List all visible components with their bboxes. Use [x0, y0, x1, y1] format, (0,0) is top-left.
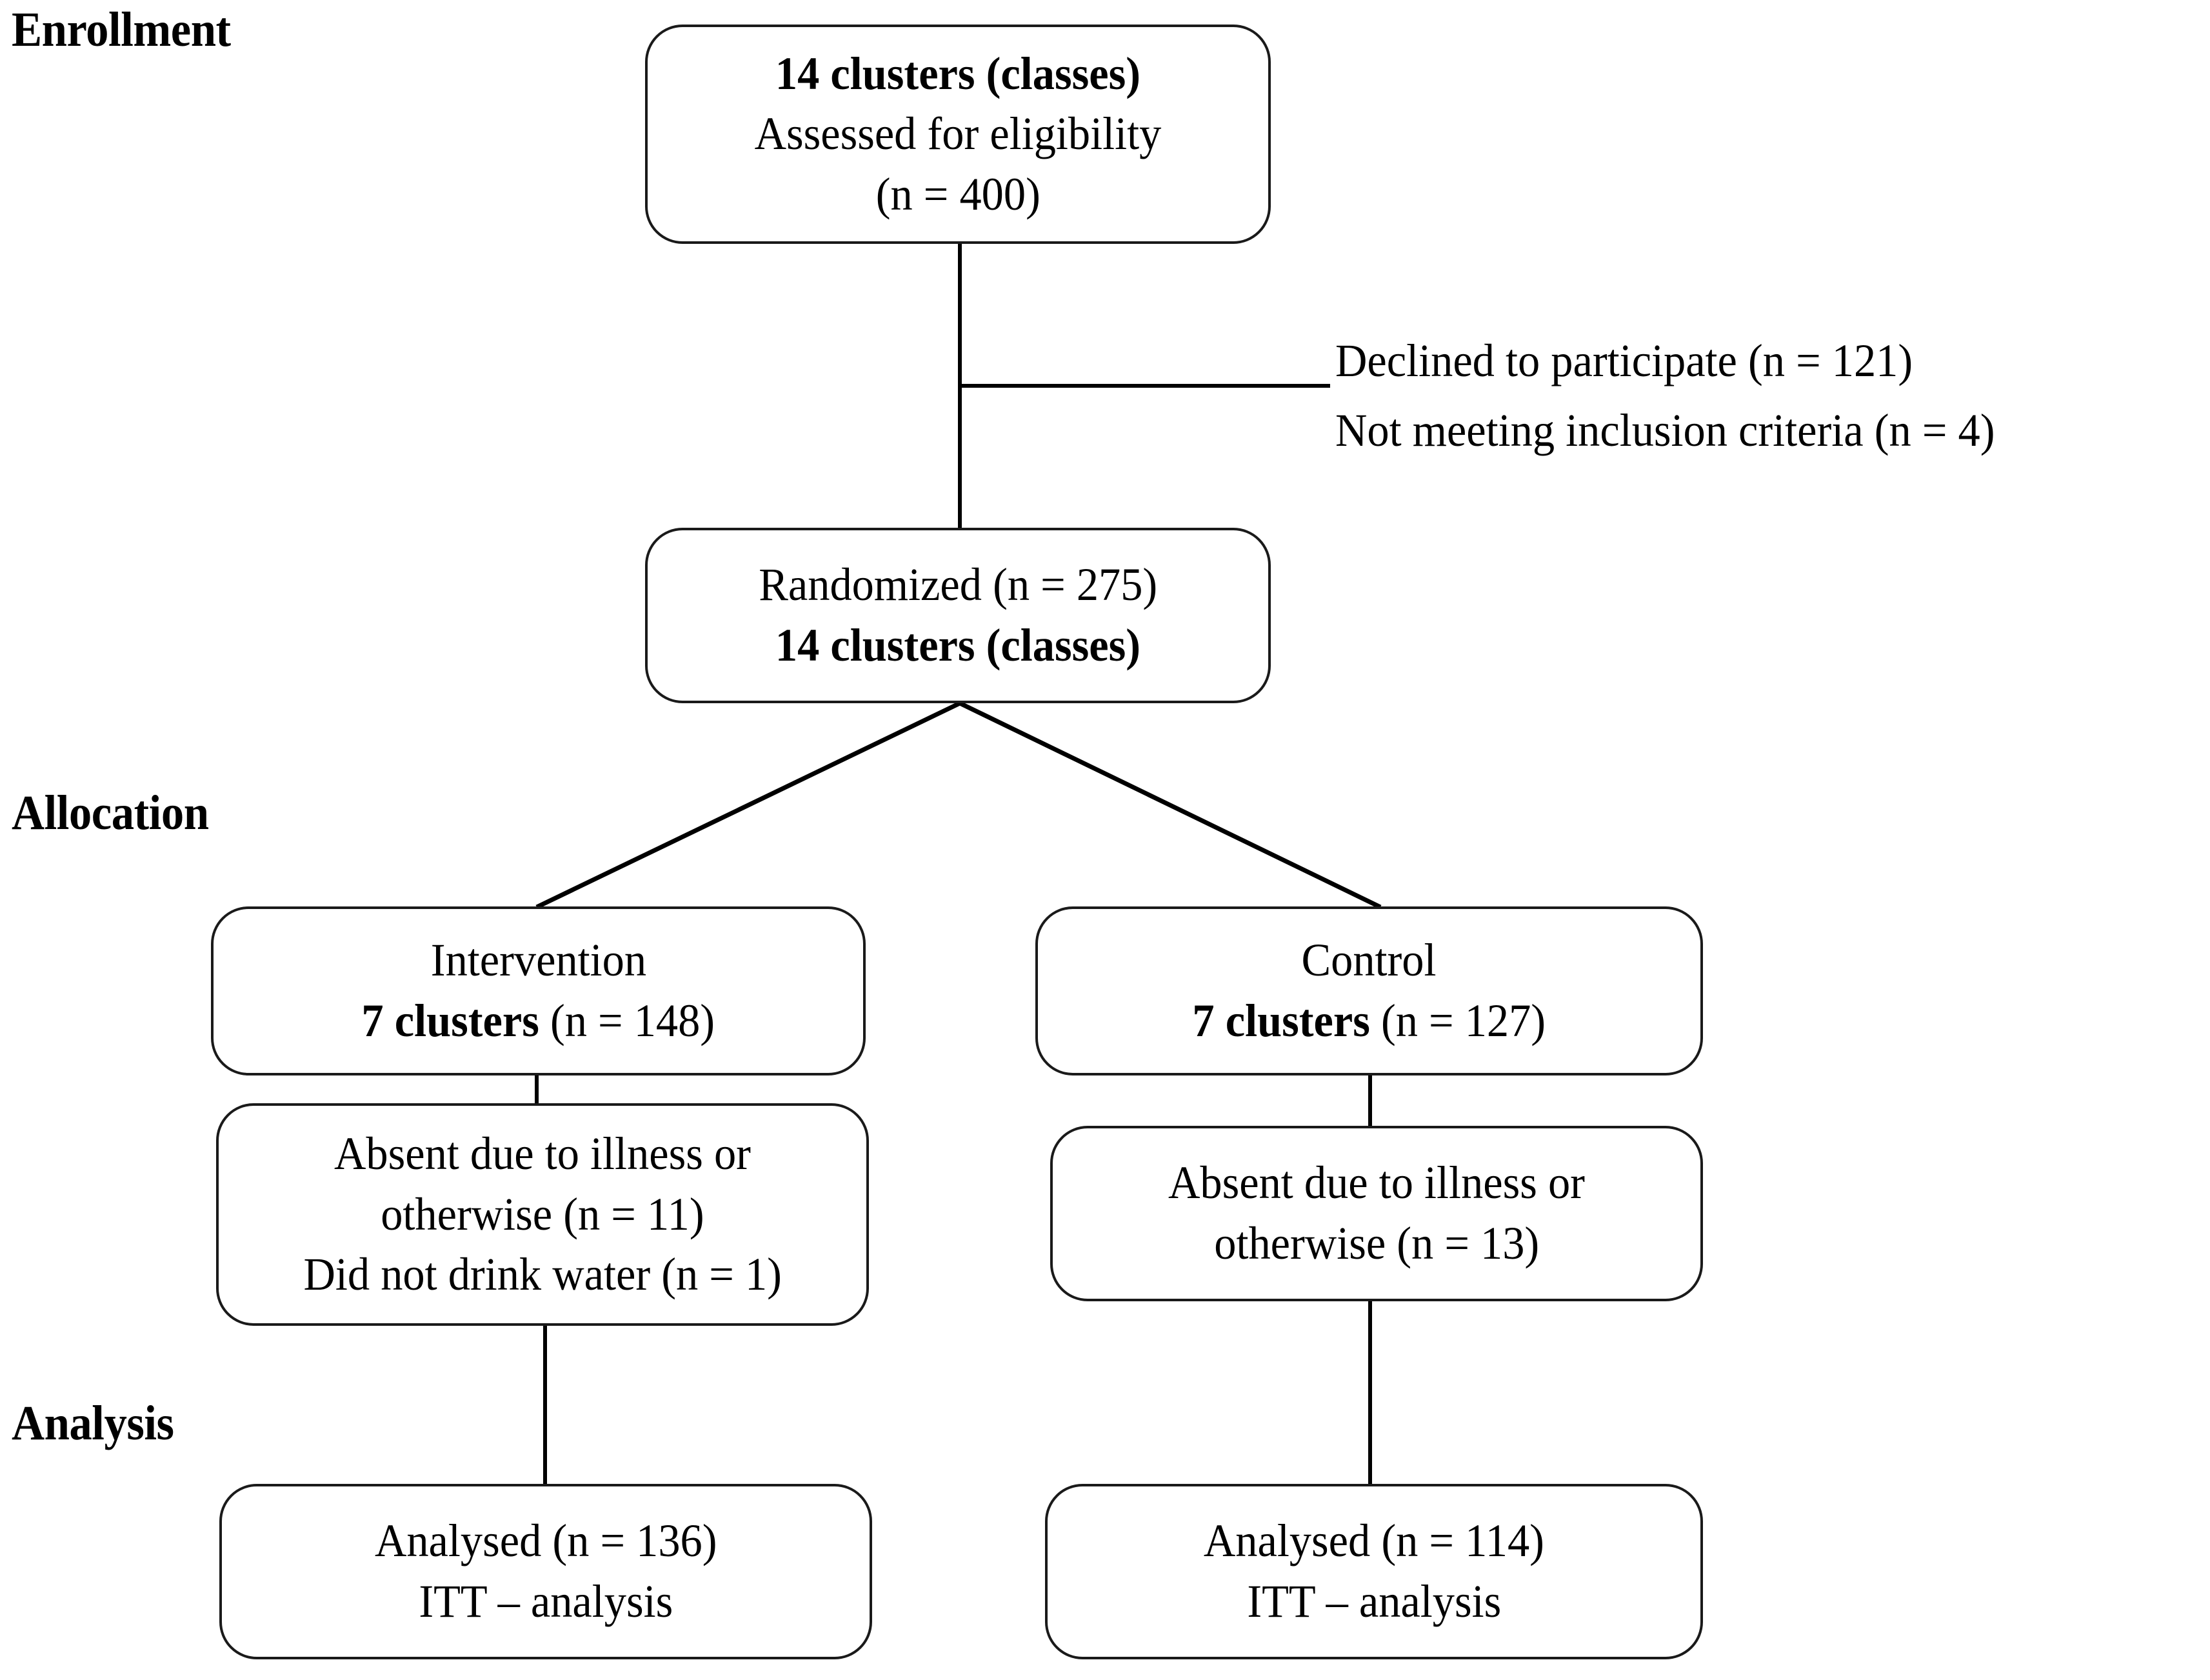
node-control-losses[interactable]: Absent due to illness or otherwise (n = …	[1050, 1126, 1703, 1301]
intervention-line-1: Intervention	[430, 934, 646, 986]
assessed-line-1: 14 clusters (classes)	[775, 47, 1141, 99]
node-assessed-for-eligibility[interactable]: 14 clusters (classes) Assessed for eligi…	[645, 25, 1271, 244]
node-intervention-analysed[interactable]: Analysed (n = 136) ITT – analysis	[219, 1484, 872, 1659]
control-analysed-line-1: Analysed (n = 114)	[1203, 1515, 1545, 1567]
control-clusters: 7 clusters	[1192, 995, 1371, 1046]
stage-label-allocation: Allocation	[12, 786, 209, 840]
control-n: (n = 127)	[1370, 995, 1546, 1046]
intervention-analysed-line-1: Analysed (n = 136)	[374, 1515, 717, 1567]
stage-label-enrollment: Enrollment	[12, 3, 231, 57]
control-analysed-line-2: ITT – analysis	[1247, 1575, 1501, 1627]
node-intervention-allocation[interactable]: Intervention 7 clusters (n = 148)	[211, 906, 866, 1075]
stage-label-analysis: Analysis	[12, 1396, 174, 1450]
intervention-line-2: 7 clusters (n = 148)	[362, 991, 715, 1052]
exclusion-line-not-meeting-criteria: Not meeting inclusion criteria (n = 4)	[1335, 405, 1995, 456]
connector-randomized-to-intervention	[535, 701, 961, 910]
assessed-line-2: Assessed for eligibility	[754, 108, 1162, 160]
randomized-line-1: Randomized (n = 275)	[759, 559, 1157, 611]
intervention-n: (n = 148)	[539, 995, 715, 1046]
exclusion-line-declined: Declined to participate (n = 121)	[1335, 335, 1913, 386]
intervention-losses-line-3: Did not drink water (n = 1)	[303, 1248, 782, 1301]
node-control-allocation[interactable]: Control 7 clusters (n = 127)	[1035, 906, 1703, 1075]
randomized-line-2: 14 clusters (classes)	[775, 619, 1141, 671]
control-losses-line-1: Absent due to illness or	[1168, 1157, 1585, 1209]
intervention-clusters: 7 clusters	[361, 995, 540, 1046]
connector-randomized-to-control	[959, 701, 1382, 910]
intervention-losses-line-1: Absent due to illness or	[334, 1128, 751, 1180]
node-intervention-losses[interactable]: Absent due to illness or otherwise (n = …	[216, 1103, 869, 1326]
control-line-1: Control	[1301, 934, 1437, 986]
control-line-2: 7 clusters (n = 127)	[1193, 991, 1546, 1052]
node-randomized[interactable]: Randomized (n = 275) 14 clusters (classe…	[645, 528, 1271, 703]
intervention-losses-line-2: otherwise (n = 11)	[381, 1188, 704, 1240]
node-control-analysed[interactable]: Analysed (n = 114) ITT – analysis	[1045, 1484, 1703, 1659]
control-losses-line-2: otherwise (n = 13)	[1214, 1217, 1539, 1269]
assessed-line-3: (n = 400)	[875, 168, 1040, 220]
intervention-analysed-line-2: ITT – analysis	[419, 1575, 673, 1627]
